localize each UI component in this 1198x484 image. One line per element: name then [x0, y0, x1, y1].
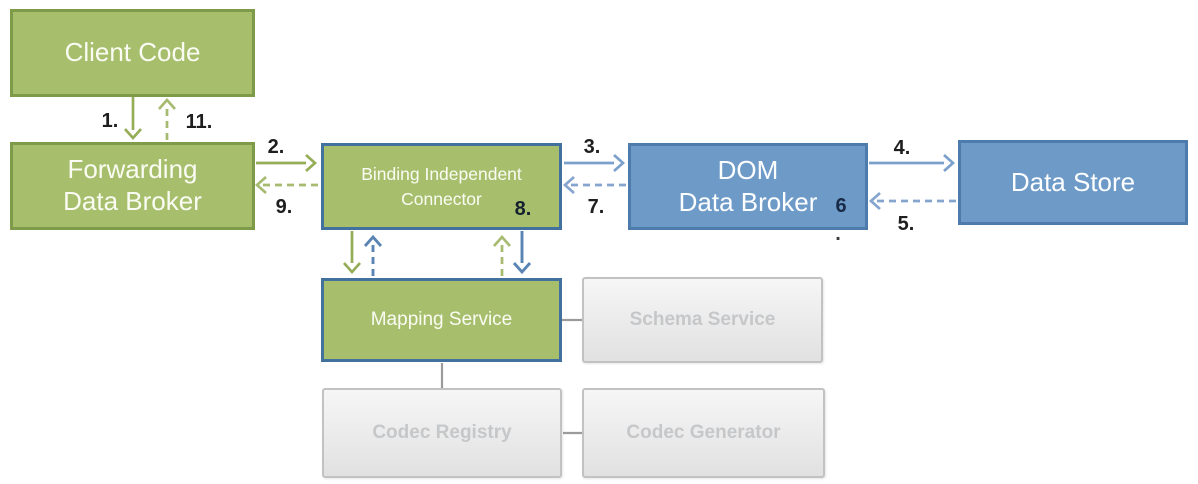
step-label-8: 8. [514, 198, 532, 220]
node-forwarding-data-broker: Forwarding Data Broker [10, 142, 255, 230]
step-label-2: 2. [267, 136, 285, 158]
arrow-step2-fdb-to-bic [256, 153, 318, 173]
step-label-6-period: . [835, 223, 841, 245]
node-schema-service: Schema Service [582, 277, 823, 363]
step-label-7: 7. [587, 196, 605, 218]
arrow-mapping-to-bic-dashed-up-left [363, 234, 383, 276]
step-label-9: 9. [275, 196, 293, 218]
node-binding-independent-connector: Binding Independent Connector [321, 143, 562, 230]
step-label-6: 6 [835, 195, 847, 217]
node-dom-data-broker: DOM Data Broker [628, 143, 868, 230]
node-label: Binding Independent Connector [361, 164, 522, 209]
node-codec-registry: Codec Registry [322, 388, 562, 478]
step-label-4: 4. [893, 137, 911, 159]
node-client-code: Client Code [10, 9, 255, 97]
step-label-11: 11. [185, 111, 213, 133]
step-label-5: 5. [897, 213, 915, 235]
node-label: Schema Service [629, 309, 776, 331]
arrow-step1-client-to-fdb [123, 97, 143, 141]
arrow-step4-ddb-to-datastore [869, 153, 956, 173]
node-label: Client Code [64, 37, 201, 68]
node-label: Mapping Service [370, 309, 513, 331]
arrow-step7-ddb-to-bic [562, 175, 626, 195]
step-label-1: 1. [101, 110, 119, 132]
arrow-step8-bic-to-mapping-solid-down-right [512, 231, 532, 275]
step-label-3: 3. [583, 136, 601, 158]
node-codec-generator: Codec Generator [582, 388, 825, 478]
arrow-step3-bic-to-ddb [564, 153, 626, 173]
node-label: Forwarding Data Broker [63, 154, 202, 216]
node-data-store: Data Store [958, 140, 1188, 225]
arrow-step11-fdb-to-client [157, 97, 177, 140]
arrow-mapping-to-bic-dashed-up-right [492, 234, 512, 276]
arrow-step5-datastore-to-ddb [868, 191, 956, 211]
arrow-bic-to-mapping-solid-down-left [342, 231, 362, 275]
node-label: Codec Registry [372, 422, 512, 444]
node-mapping-service: Mapping Service [321, 278, 562, 362]
arrow-step9-bic-to-fdb [254, 175, 318, 195]
node-label: DOM Data Broker [678, 154, 818, 217]
node-label: Data Store [1010, 166, 1136, 197]
node-label: Codec Generator [626, 422, 781, 444]
